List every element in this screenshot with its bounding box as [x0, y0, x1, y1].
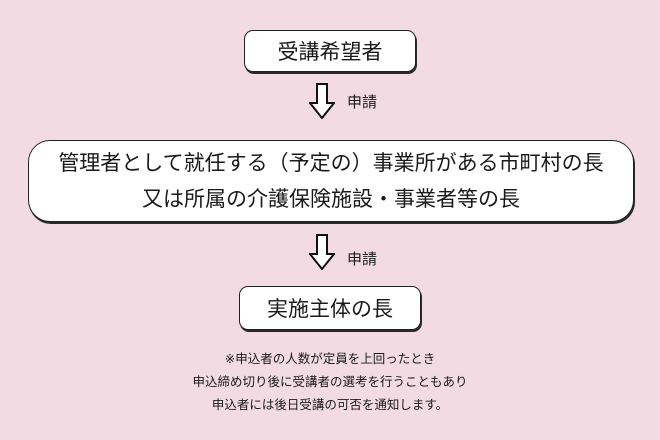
step2-label: 申請: [347, 250, 378, 268]
down-arrow-icon: [309, 234, 335, 270]
note-line: ※申込者の人数が定員を上回ったとき: [224, 351, 436, 366]
down-arrow-icon: [309, 83, 335, 119]
intermediary-line1: 管理者として就任する（予定の）事業所がある市町村の長: [58, 151, 604, 175]
step1-label: 申請: [347, 93, 378, 111]
intermediary-box: 管理者として就任する（予定の）事業所がある市町村の長 又は所属の介護保険施設・事…: [28, 140, 634, 222]
note-line: 申込者には後日受講の可否を通知します。: [211, 397, 449, 412]
intermediary-line2: 又は所属の介護保険施設・事業者等の長: [142, 187, 520, 211]
applicant-box: 受講希望者: [244, 30, 416, 72]
authority-label: 実施主体の長: [267, 297, 393, 321]
applicant-label: 受講希望者: [277, 40, 383, 64]
selection-note: ※申込者の人数が定員を上回ったとき 申込締め切り後に受講者の選考を行うこともあり…: [0, 347, 660, 416]
authority-box: 実施主体の長: [239, 286, 421, 330]
note-line: 申込締め切り後に受講者の選考を行うこともあり: [192, 374, 468, 389]
